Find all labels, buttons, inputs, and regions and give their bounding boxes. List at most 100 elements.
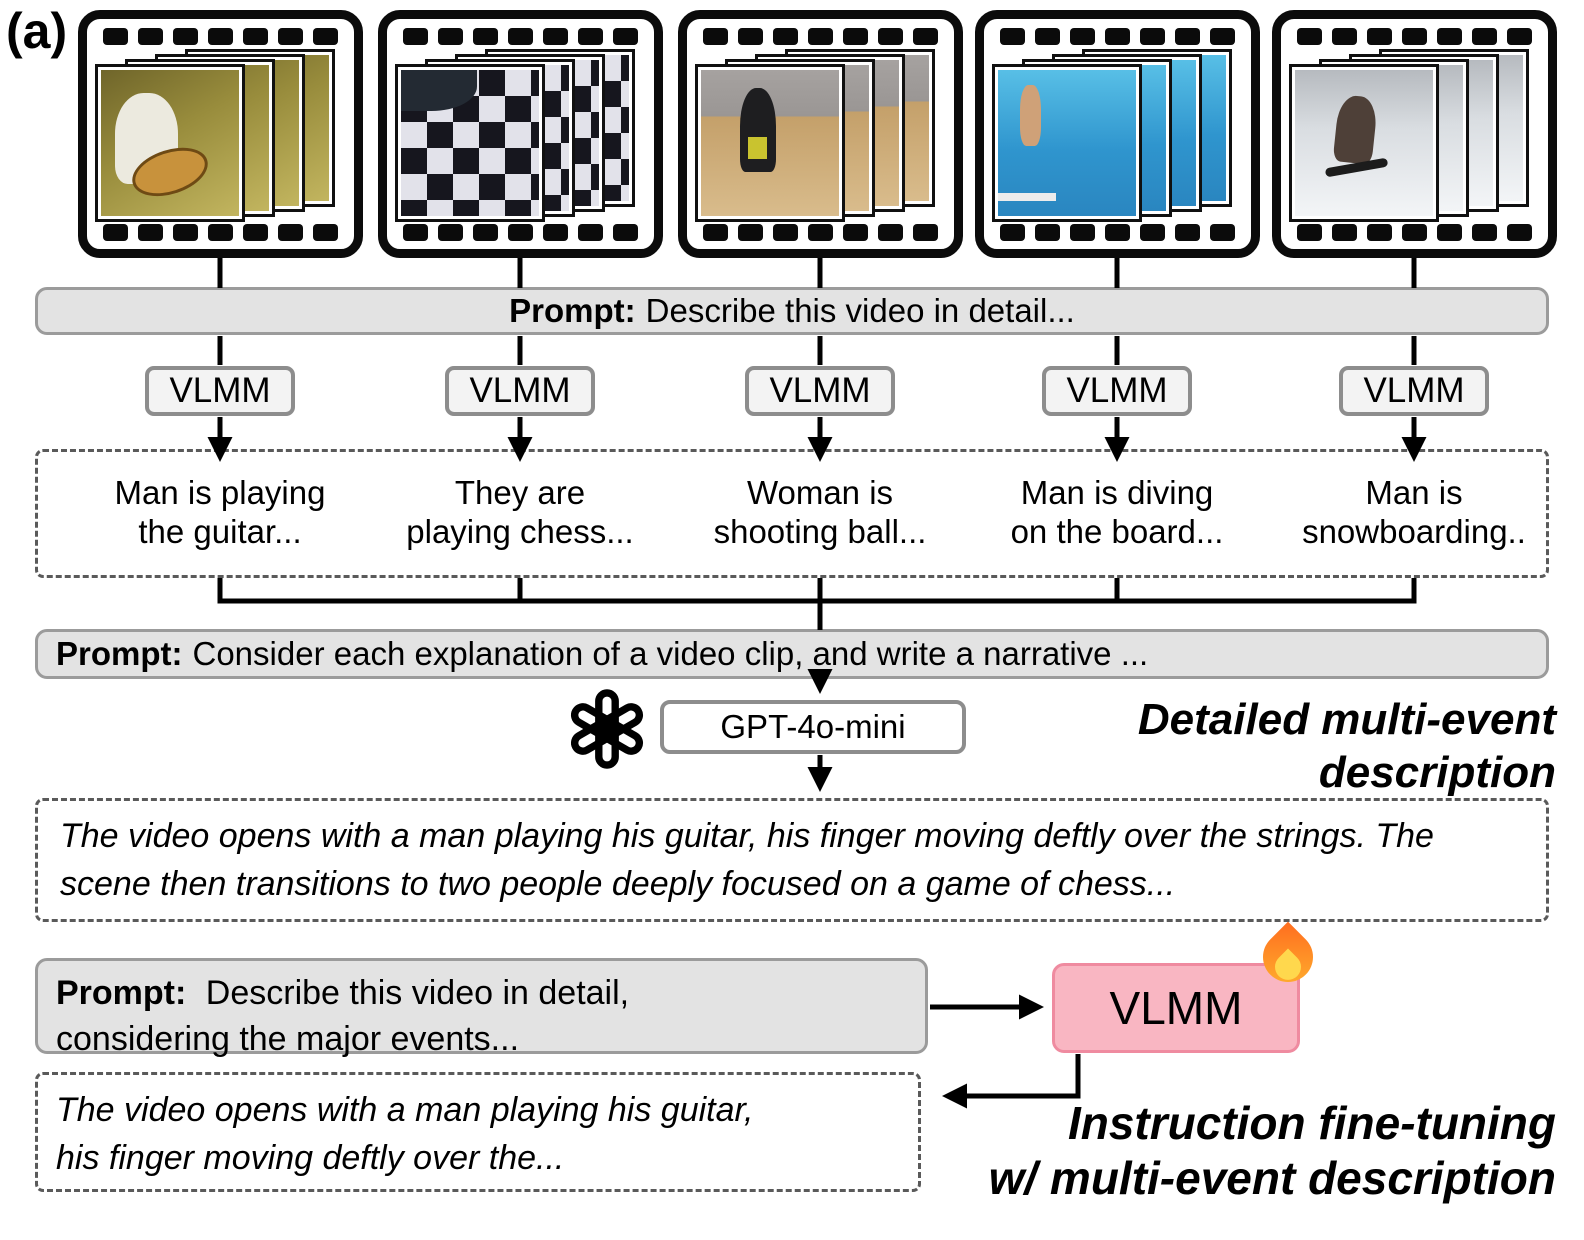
sprocket-hole xyxy=(878,27,903,45)
video-frame xyxy=(992,64,1142,222)
video-frames-basketball xyxy=(693,48,948,222)
sprocket-hole xyxy=(1437,27,1462,45)
sprocket-hole xyxy=(1035,223,1060,241)
vlmm-box-2: VLMM xyxy=(445,366,595,416)
film-sprockets xyxy=(990,220,1245,244)
sprocket-hole xyxy=(738,27,763,45)
sprocket-hole xyxy=(278,223,303,241)
diving-thumbnail xyxy=(998,70,1136,216)
film-strip-snowboard xyxy=(1272,10,1557,258)
sprocket-hole xyxy=(243,27,268,45)
sprocket-hole xyxy=(403,223,428,241)
instruction-finetuning-label: Instruction fine-tuning w/ multi-event d… xyxy=(988,1097,1556,1205)
sprocket-hole xyxy=(738,223,763,241)
sprocket-hole xyxy=(913,223,938,241)
sprocket-hole xyxy=(1507,27,1532,45)
vlmm-box-1: VLMM xyxy=(145,366,295,416)
prompt-bar-describe-video: Prompt: Describe this video in detail... xyxy=(35,287,1549,335)
sprocket-hole xyxy=(473,223,498,241)
sprocket-hole xyxy=(508,223,533,241)
film-strip-guitar xyxy=(78,10,363,258)
sprocket-hole xyxy=(1210,27,1235,45)
sprocket-hole xyxy=(1297,223,1322,241)
finetune-output-box: The video opens with a man playing his g… xyxy=(35,1072,921,1192)
sprocket-hole xyxy=(208,223,233,241)
sprocket-hole xyxy=(703,223,728,241)
sprocket-hole xyxy=(1070,223,1095,241)
sprocket-hole xyxy=(103,223,128,241)
sprocket-hole xyxy=(878,223,903,241)
film-sprockets xyxy=(393,220,648,244)
sprocket-hole xyxy=(543,223,568,241)
finetune-vlmm-box: VLMM xyxy=(1052,921,1324,1053)
video-frame xyxy=(695,64,845,222)
video-frames-snowboard xyxy=(1287,48,1542,222)
sprocket-hole xyxy=(913,27,938,45)
video-frame xyxy=(95,64,245,222)
sprocket-hole xyxy=(438,27,463,45)
video-frames-guitar xyxy=(93,48,348,222)
clip-descriptions-box xyxy=(35,449,1549,578)
sprocket-hole xyxy=(1367,223,1392,241)
film-strip-basketball xyxy=(678,10,963,258)
sprocket-hole xyxy=(1140,223,1165,241)
sprocket-hole xyxy=(1000,27,1025,45)
sprocket-hole xyxy=(1105,223,1130,241)
film-sprockets xyxy=(693,24,948,48)
film-strip-chess xyxy=(378,10,663,258)
sprocket-hole xyxy=(1140,27,1165,45)
film-strip-diving xyxy=(975,10,1260,258)
sprocket-hole xyxy=(1437,223,1462,241)
sprocket-hole xyxy=(843,27,868,45)
sprocket-hole xyxy=(613,223,638,241)
snowboard-thumbnail xyxy=(1295,70,1433,216)
vlmm-box-3: VLMM xyxy=(745,366,895,416)
film-sprockets xyxy=(1287,220,1542,244)
film-sprockets xyxy=(990,24,1245,48)
vlmm-box-5: VLMM xyxy=(1339,366,1489,416)
sprocket-hole xyxy=(1332,27,1357,45)
sprocket-hole xyxy=(808,27,833,45)
sprocket-hole xyxy=(1175,27,1200,45)
basketball-thumbnail xyxy=(701,70,839,216)
sprocket-hole xyxy=(773,27,798,45)
sprocket-hole xyxy=(103,27,128,45)
gpt-4o-mini-box: GPT-4o-mini xyxy=(660,700,966,754)
sprocket-hole xyxy=(138,223,163,241)
video-frame xyxy=(1289,64,1439,222)
sprocket-hole xyxy=(473,27,498,45)
panel-label: (a) xyxy=(6,3,68,59)
chess-thumbnail xyxy=(401,70,539,216)
sprocket-hole xyxy=(313,27,338,45)
prompt-prefix: Prompt: xyxy=(56,635,183,672)
sprocket-hole xyxy=(1070,27,1095,45)
sprocket-hole xyxy=(1402,27,1427,45)
video-frames-chess xyxy=(393,48,648,222)
film-sprockets xyxy=(1287,24,1542,48)
sprocket-hole xyxy=(1297,27,1322,45)
sprocket-hole xyxy=(1472,223,1497,241)
sprocket-hole xyxy=(313,223,338,241)
prompt-text: Consider each explanation of a video cli… xyxy=(192,635,1149,672)
sprocket-hole xyxy=(1035,27,1060,45)
sprocket-hole xyxy=(773,223,798,241)
prompt-bar-narrative: Prompt: Consider each explanation of a v… xyxy=(35,629,1549,679)
sprocket-hole xyxy=(1000,223,1025,241)
film-sprockets xyxy=(93,220,348,244)
video-frames-diving xyxy=(990,48,1245,222)
openai-logo-icon xyxy=(570,689,644,769)
film-sprockets xyxy=(393,24,648,48)
film-sprockets xyxy=(93,24,348,48)
prompt-prefix: Prompt: xyxy=(56,974,187,1012)
sprocket-hole xyxy=(1332,223,1357,241)
prompt-text: Describe this video in detail... xyxy=(645,292,1075,329)
sprocket-hole xyxy=(1210,223,1235,241)
sprocket-hole xyxy=(613,27,638,45)
